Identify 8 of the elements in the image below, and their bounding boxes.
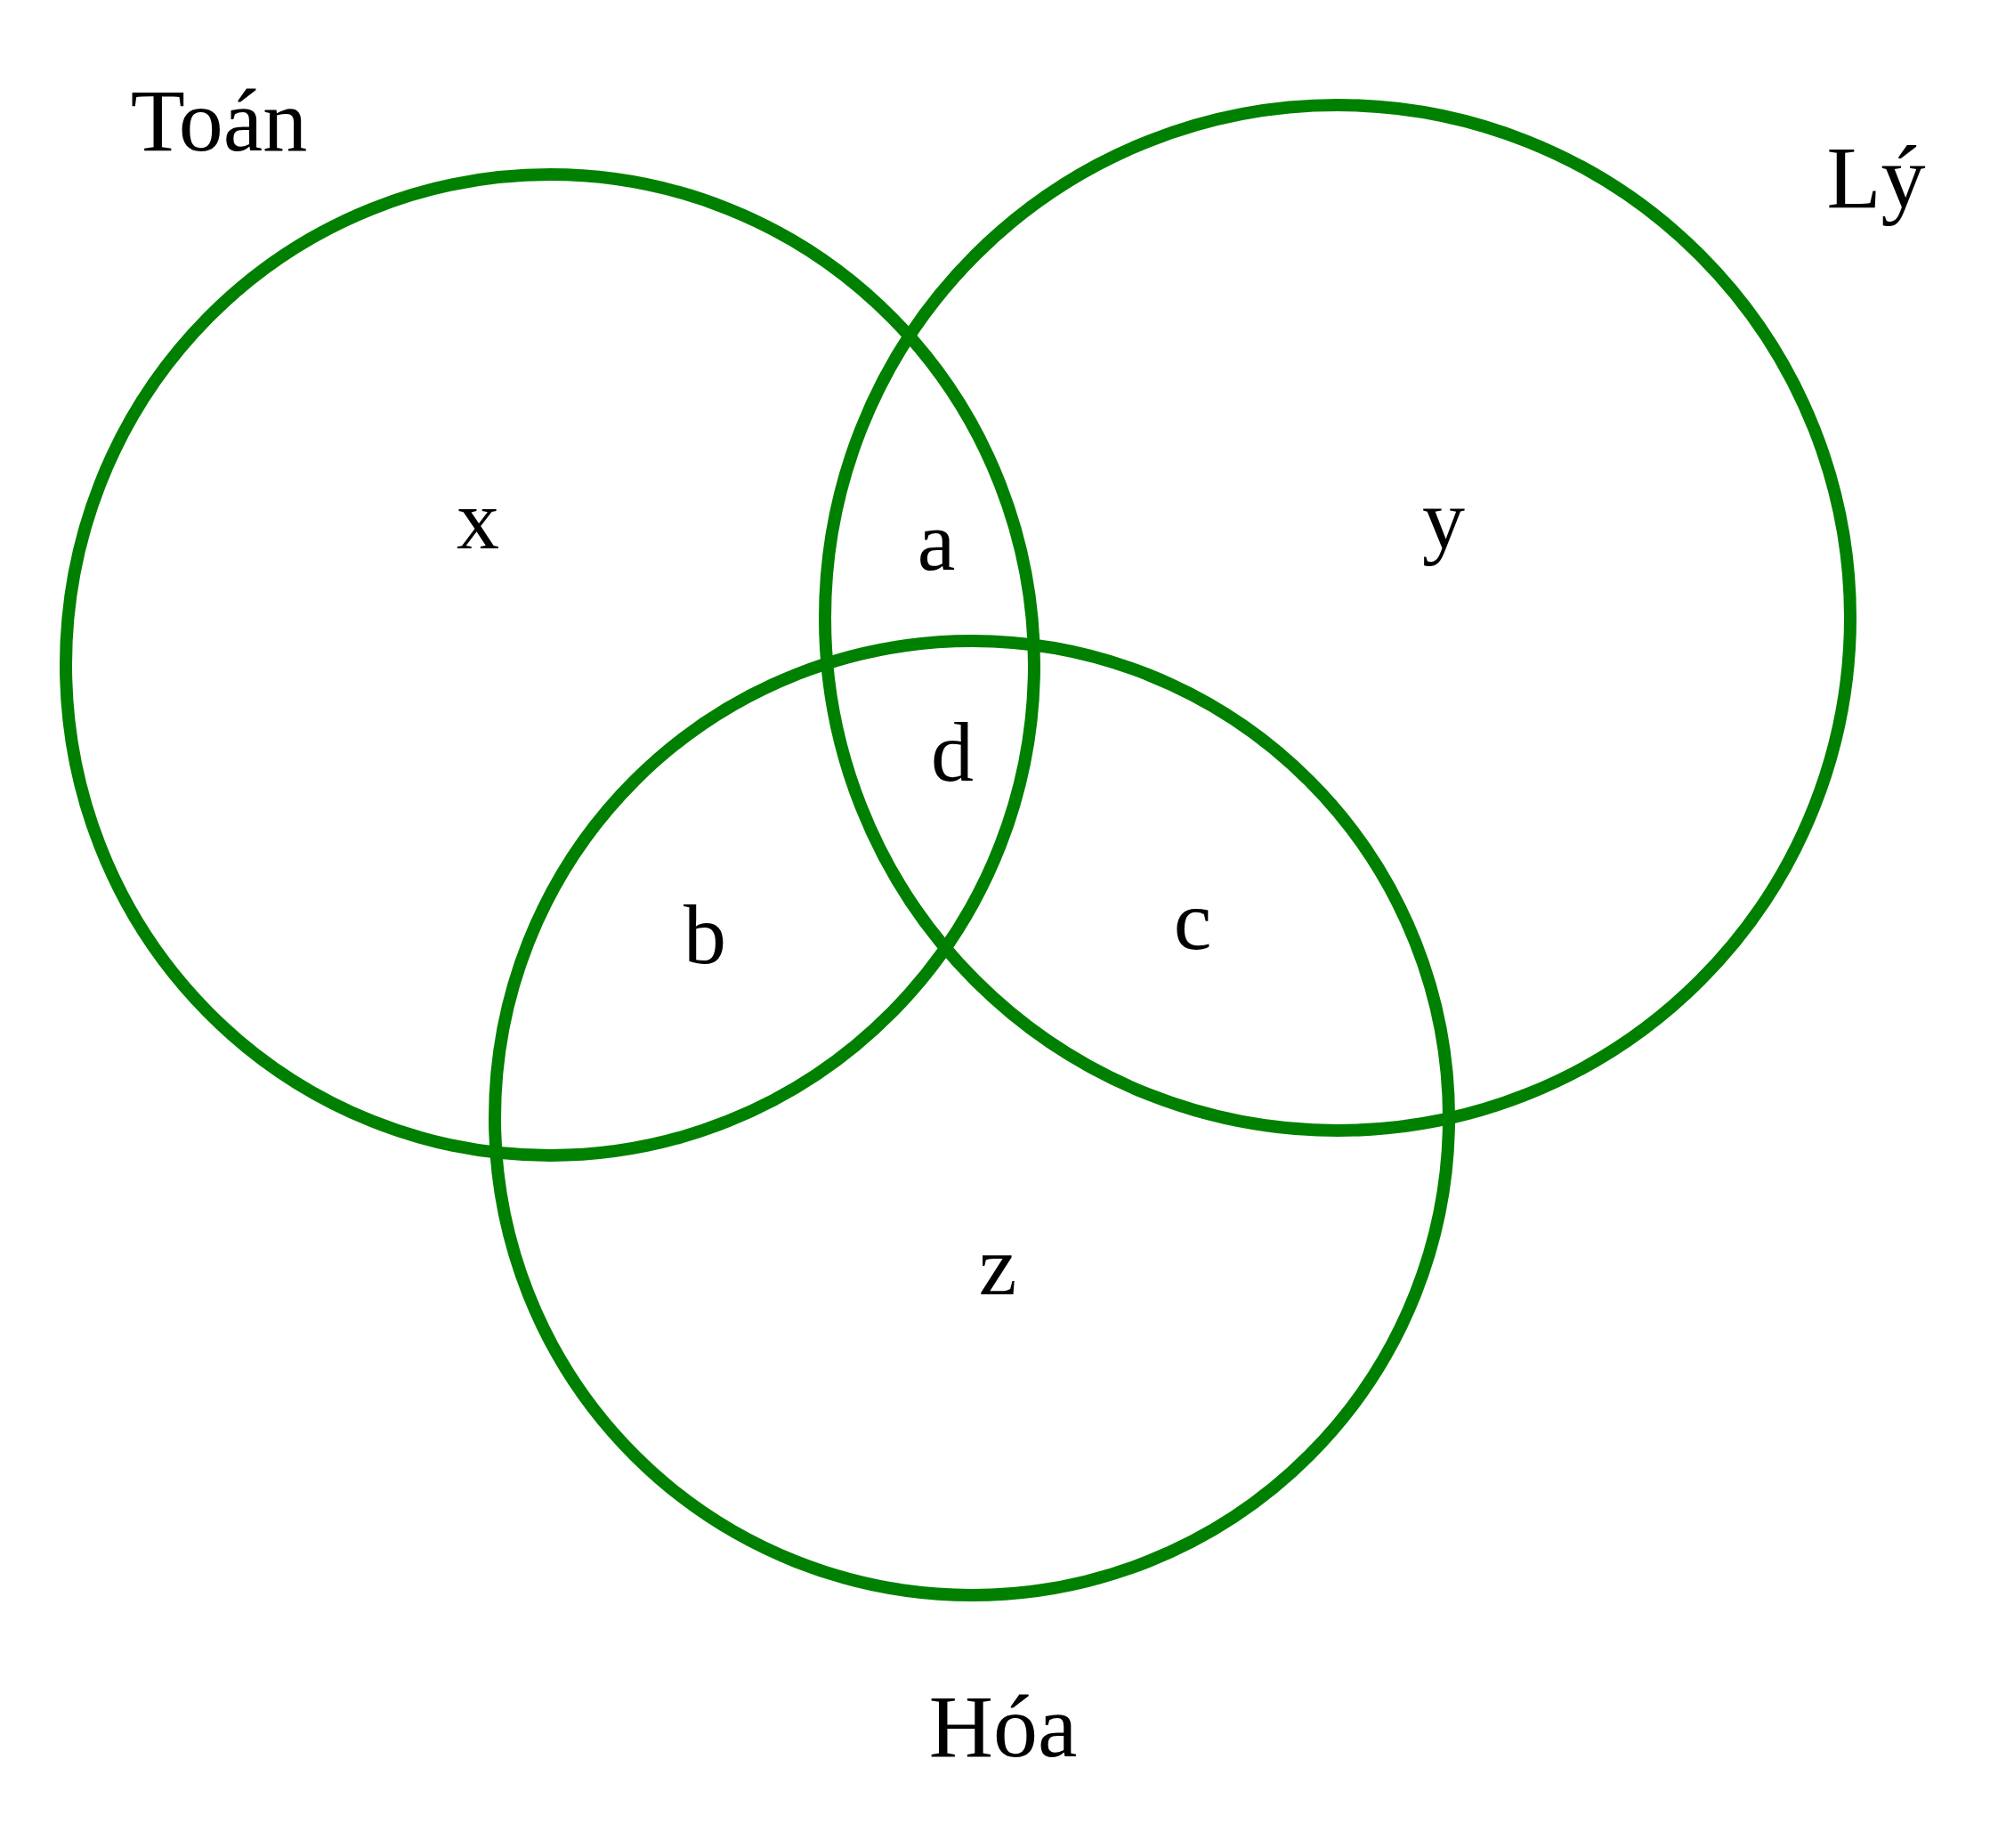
set-label: Toán bbox=[130, 77, 308, 166]
region-label: z bbox=[978, 1223, 1017, 1309]
region-label: c bbox=[1173, 878, 1212, 963]
region-label: d bbox=[931, 709, 974, 795]
set-label: Hóa bbox=[928, 1682, 1078, 1771]
region-label: x bbox=[457, 477, 499, 563]
region-label: a bbox=[917, 498, 956, 584]
region-label: b bbox=[684, 892, 726, 977]
